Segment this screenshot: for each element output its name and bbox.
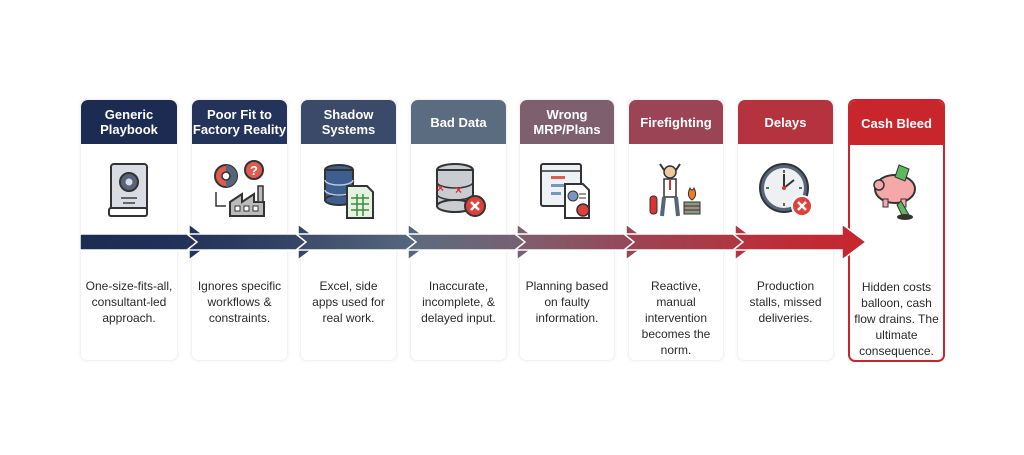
- flow-arrow: [733, 224, 866, 260]
- step-description: Reactive, manual intervention becomes th…: [641, 279, 711, 357]
- step-card: Bad Data××Inaccurate, incomplete, & dela…: [410, 99, 507, 361]
- gear-factory-question-icon: ?: [208, 158, 272, 222]
- step-description: One-size-fits-all, consultant-led approa…: [85, 279, 173, 325]
- step-title: Shadow Systems: [301, 100, 396, 144]
- svg-text:×: ×: [455, 183, 462, 197]
- step-description: Inaccurate, incomplete, & delayed input.: [421, 279, 496, 325]
- database-spreadsheet-icon: [317, 158, 381, 222]
- step-title: Poor Fit to Factory Reality: [192, 100, 287, 144]
- step-title: Cash Bleed: [850, 101, 943, 145]
- plan-document-error-icon: [535, 158, 599, 222]
- flow-arrow: [296, 224, 432, 260]
- book-gear-icon: [97, 158, 161, 222]
- clock-error-icon: [754, 158, 818, 222]
- step-description: Production stalls, missed deliveries.: [749, 279, 822, 325]
- flow-arrow: [187, 224, 322, 260]
- step-card: Poor Fit to Factory Reality? Ignores spec…: [191, 99, 288, 361]
- step-title: Firefighting: [629, 100, 723, 144]
- step-title: Bad Data: [411, 100, 506, 144]
- step-title: Wrong MRP/Plans: [520, 100, 614, 144]
- step-description: Excel, side apps used for real work.: [312, 279, 385, 325]
- step-description: Hidden costs balloon, cash flow drains. …: [854, 280, 939, 358]
- step-title: Generic Playbook: [81, 100, 177, 144]
- step-description: Ignores specific workflows & constraints…: [197, 279, 282, 325]
- flow-arrow: [624, 224, 759, 260]
- flow-arrow: [515, 224, 650, 260]
- step-description: Planning based on faulty information.: [525, 279, 609, 325]
- step-title: Delays: [738, 100, 833, 144]
- flow-arrow: [406, 224, 541, 260]
- svg-text:×: ×: [437, 181, 444, 195]
- svg-text:?: ?: [250, 163, 258, 178]
- flow-arrow: [80, 224, 213, 260]
- piggy-bank-drain-icon: [865, 159, 929, 223]
- database-error-icon: ××: [427, 158, 491, 222]
- stressed-person-fire-icon: [644, 158, 708, 222]
